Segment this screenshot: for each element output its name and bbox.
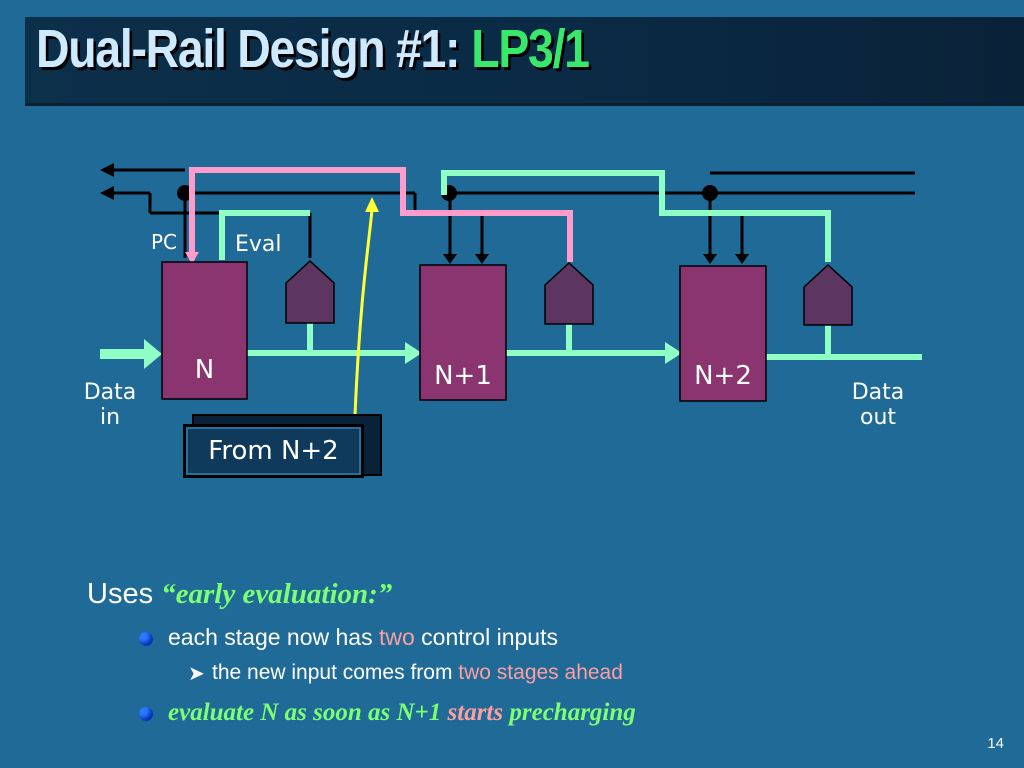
data-out-line1: Data <box>851 380 905 405</box>
bullet-item-1-highlight: two <box>378 624 415 650</box>
callout-arrowhead <box>365 197 379 212</box>
stage-label-n1: N+1 <box>434 361 492 391</box>
title-bar <box>25 17 1024 106</box>
bullet-item-1-after: control inputs <box>421 624 558 650</box>
data-arrowheads <box>405 342 682 364</box>
stage-box-n <box>161 261 248 400</box>
callout-arrow-line <box>353 209 374 416</box>
data-in-line1: Data <box>83 380 137 405</box>
gate-n2 <box>803 263 853 326</box>
data-out-label: Data out <box>846 380 910 430</box>
page-number: 14 <box>987 735 1004 752</box>
pc-arrowhead <box>185 252 199 264</box>
stage-box-n2 <box>679 265 767 402</box>
sub-bullet-arrow-icon: ➤ <box>188 663 205 685</box>
completion-gates <box>285 259 853 326</box>
pc-wire <box>189 167 573 262</box>
gate-n <box>285 259 335 324</box>
stage-boxes <box>161 261 767 402</box>
data-wires <box>219 170 922 360</box>
data-in-label: Data in <box>79 380 141 430</box>
data-in-line2: in <box>99 405 121 430</box>
bullet-item-2: evaluate N as soon as N+1 starts prechar… <box>168 699 636 727</box>
bullet-item-2-before: evaluate N as soon as N+1 <box>168 699 442 726</box>
down-arrowheads <box>443 254 749 264</box>
callout-box: From N+2 <box>183 424 364 478</box>
bullet-item-1-before: each stage now has <box>168 624 373 650</box>
bullet-item-2-highlight: starts <box>447 699 504 726</box>
ack-wire-n2 <box>441 170 831 262</box>
title-main: Dual-Rail Design #1: <box>36 19 461 79</box>
bullet-dot-1 <box>139 632 153 646</box>
bullet-subitem-before: the new input comes from <box>212 661 453 684</box>
bullet-dot-2 <box>139 707 153 721</box>
eval-label: Eval <box>235 232 282 257</box>
bullet-item-2-after: precharging <box>509 699 636 726</box>
slide-title: Dual-Rail Design #1:LP3/1 <box>36 19 590 79</box>
data-in-arrow <box>100 339 162 369</box>
bullet-subitem: the new input comes from two stages ahea… <box>212 661 623 685</box>
stage-box-n1 <box>419 264 507 401</box>
stage-label-n: N <box>194 355 215 385</box>
title-accent: LP3/1 <box>471 19 590 79</box>
bullet-main-emphasis: “early evaluation:” <box>161 578 393 610</box>
stage-label-n2: N+2 <box>694 361 752 391</box>
left-arrowheads <box>100 163 114 200</box>
gate-n1 <box>544 261 594 325</box>
pc-label: PC <box>151 230 178 254</box>
eval-wire-n <box>219 210 310 260</box>
data-out-line2: out <box>859 405 897 430</box>
bullet-subitem-highlight: two stages ahead <box>458 661 623 684</box>
bullet-main-prefix: Uses <box>87 578 154 610</box>
bullet-main: Uses “early evaluation:” <box>87 578 392 611</box>
bullet-item-1: each stage now has two control inputs <box>168 624 558 651</box>
